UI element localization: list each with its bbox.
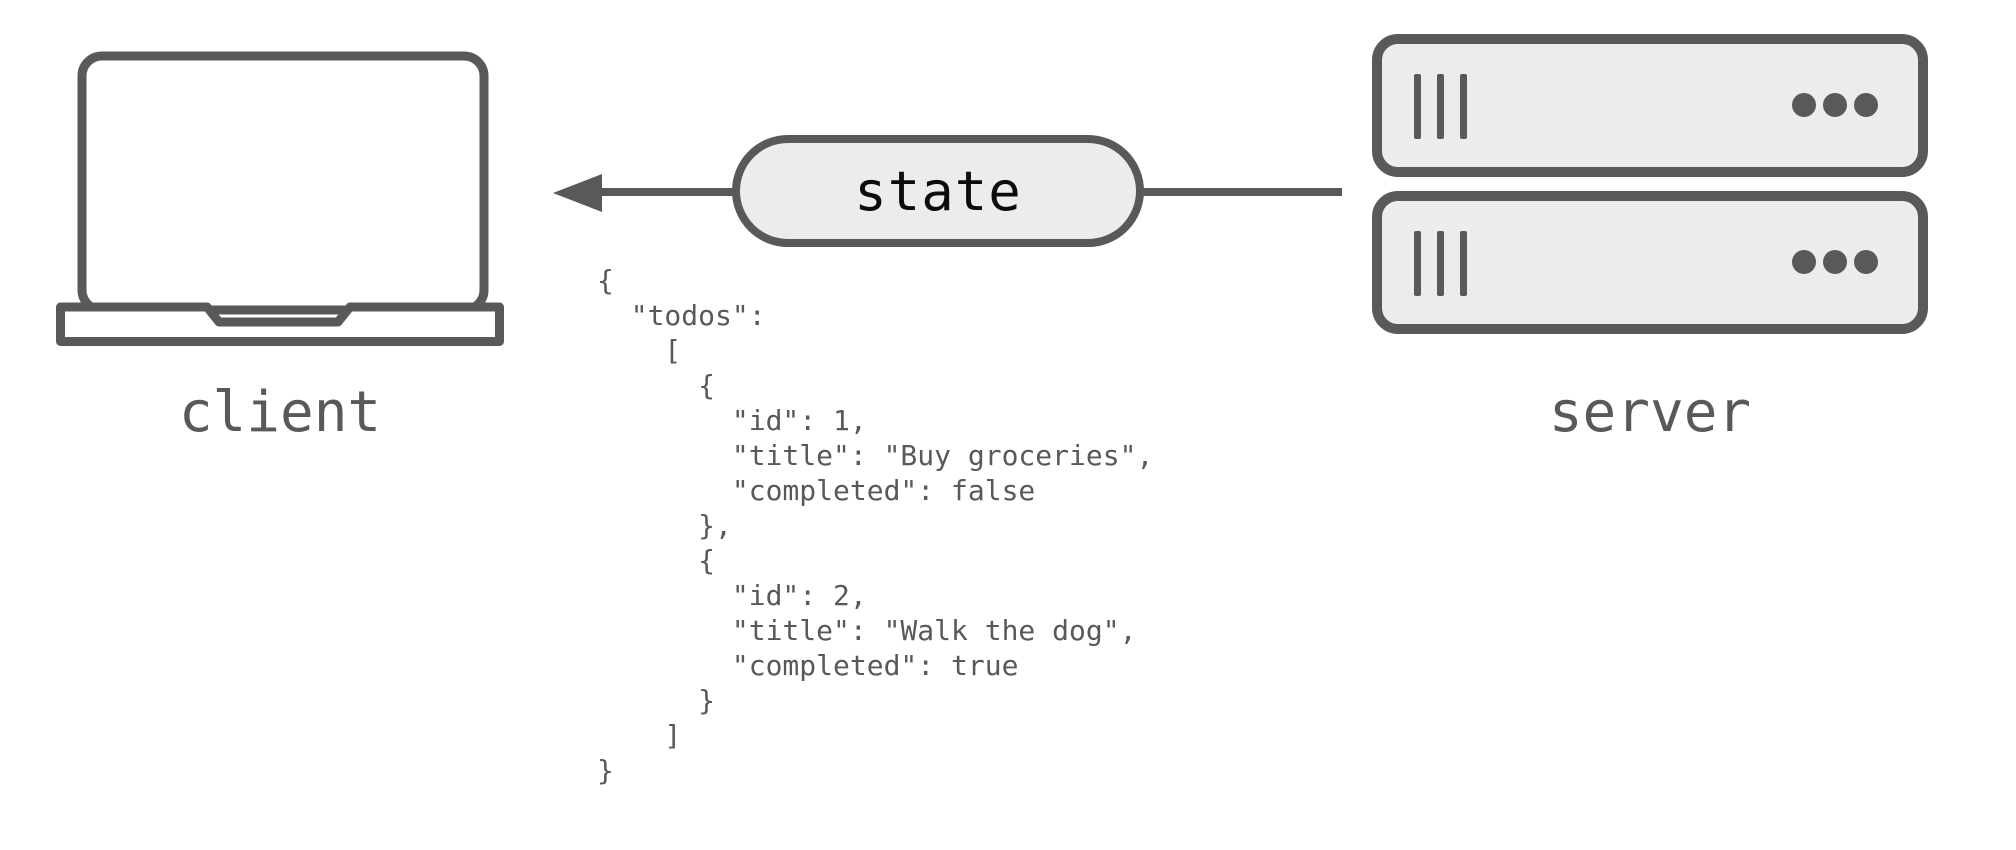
- server-slots-icon: [1414, 231, 1467, 296]
- left-arrowhead-icon: [553, 174, 602, 212]
- laptop-screen-shape: [77, 51, 489, 315]
- server-dots-icon: [1792, 93, 1878, 117]
- state-pill: state: [732, 135, 1144, 247]
- server-unit-2: [1372, 191, 1928, 334]
- arrow-line-right: [1140, 188, 1342, 196]
- server-dots-icon: [1792, 250, 1878, 274]
- state-pill-label: state: [854, 159, 1022, 223]
- laptop-base-shape: [56, 302, 504, 346]
- server-unit-1: [1372, 34, 1928, 177]
- server-label: server: [1548, 380, 1752, 445]
- laptop-icon: [56, 51, 504, 346]
- server-slots-icon: [1414, 74, 1467, 139]
- client-label: client: [178, 380, 382, 445]
- arrow-line-left: [598, 188, 734, 196]
- state-payload-code: { "todos": [ { "id": 1, "title": "Buy gr…: [597, 264, 1154, 787]
